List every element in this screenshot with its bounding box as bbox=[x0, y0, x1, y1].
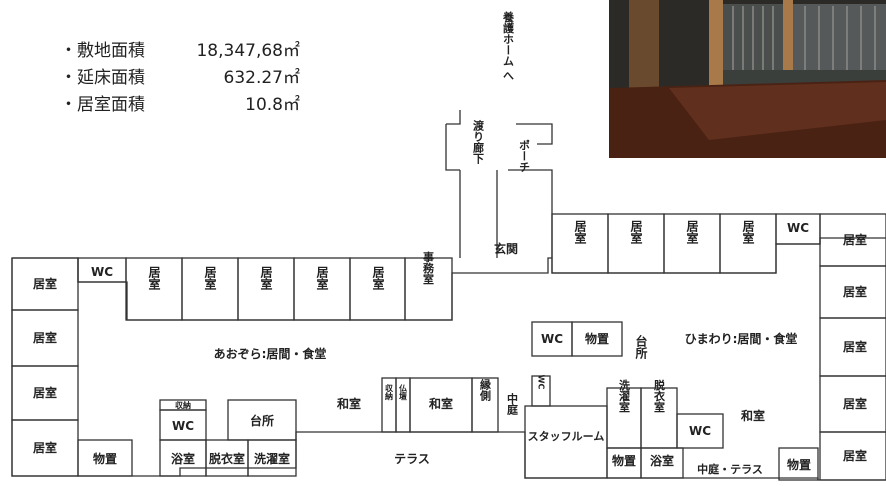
spec-floor-area: ・延床面積 632.27㎡ bbox=[60, 65, 300, 92]
room-outline bbox=[819, 431, 886, 481]
corridor-end-west bbox=[445, 124, 460, 171]
room-label: 居室 bbox=[147, 266, 161, 291]
room-label: 居室 bbox=[629, 220, 643, 245]
altar-label: 仏壇 bbox=[399, 384, 408, 401]
closet-label: 収納 bbox=[384, 383, 394, 401]
wc-label: WC bbox=[172, 419, 194, 433]
kitchen-label: 台所 bbox=[250, 413, 274, 428]
corridor-top-west bbox=[446, 110, 461, 125]
spec-room-area: ・居室面積 10.8㎡ bbox=[60, 92, 300, 119]
closet-label: 収納 bbox=[175, 400, 191, 410]
room-label: 居室 bbox=[33, 385, 57, 400]
japanese-room-label: 和室 bbox=[428, 396, 453, 411]
storage-outline bbox=[571, 321, 623, 357]
aozora-living-label: あおぞら:居間・食堂 bbox=[214, 346, 327, 361]
room-label: 居室 bbox=[843, 284, 867, 299]
area-specs: ・敷地面積 18,347,68㎡ ・延床面積 632.27㎡ ・居室面積 10.… bbox=[60, 38, 300, 119]
laundry-label: 洗濯室 bbox=[618, 378, 631, 412]
porch-top bbox=[516, 123, 553, 145]
corridor-label: 渡り廊下 bbox=[472, 119, 485, 165]
spec-label: ・延床面積 bbox=[60, 68, 145, 88]
storage-label: 物置 bbox=[93, 451, 117, 466]
interior-photo-graphic bbox=[609, 0, 886, 158]
room-label: 居室 bbox=[843, 448, 867, 463]
room-label: 居室 bbox=[843, 232, 867, 247]
spec-value: 10.8㎡ bbox=[245, 95, 300, 115]
room-label: 居室 bbox=[741, 220, 755, 245]
storage-label: 物置 bbox=[585, 331, 609, 346]
north-wall bbox=[12, 237, 886, 321]
bath-label: 浴室 bbox=[650, 453, 674, 468]
south-wall bbox=[11, 258, 886, 481]
room-label: 居室 bbox=[33, 276, 57, 291]
wc-outline bbox=[676, 413, 724, 449]
wc-label: WC bbox=[541, 332, 563, 346]
room-label: 居室 bbox=[371, 266, 385, 291]
entrance-label: 玄関 bbox=[494, 241, 518, 256]
room-label: 居室 bbox=[259, 266, 273, 291]
room-label: 居室 bbox=[315, 266, 329, 291]
wc-label: WC bbox=[787, 221, 809, 235]
room-label: 居室 bbox=[203, 266, 217, 291]
japanese-room-label: 和室 bbox=[740, 408, 765, 423]
spec-label: ・居室面積 bbox=[60, 95, 145, 115]
kitchen-label: 台所 bbox=[634, 334, 648, 360]
dressing-label: 脱衣室 bbox=[653, 378, 666, 412]
wc-label: WC bbox=[689, 424, 711, 438]
wc-small-label: WC bbox=[537, 375, 546, 390]
room-label: 居室 bbox=[685, 220, 699, 245]
terrace-label: テラス bbox=[394, 452, 430, 466]
japanese-room-label: 和室 bbox=[336, 396, 361, 411]
storage-label: 物置 bbox=[787, 457, 811, 472]
interior-photo bbox=[609, 0, 886, 158]
bath-outline bbox=[640, 447, 684, 479]
staff-room-label: スタッフルーム bbox=[528, 430, 605, 443]
courtyard-label: 中庭 bbox=[506, 392, 519, 416]
storage-outline bbox=[77, 439, 133, 477]
room-label: 居室 bbox=[843, 339, 867, 354]
bath-label: 浴室 bbox=[171, 451, 195, 466]
courtyard-terrace-label: 中庭・テラス bbox=[697, 462, 763, 476]
room-label: 居室 bbox=[573, 220, 587, 245]
storage-outline bbox=[778, 447, 819, 481]
engawa-label: 縁側 bbox=[479, 378, 493, 402]
room-label: 居室 bbox=[843, 396, 867, 411]
porch-label: ポーチ bbox=[518, 138, 531, 172]
direction-label: 養護ホーム へ bbox=[502, 10, 515, 81]
office-outline bbox=[404, 257, 453, 321]
dressing-label: 脱衣室 bbox=[209, 451, 245, 466]
himawari-living-label: ひまわり:居間・食堂 bbox=[685, 331, 798, 346]
wc-label: WC bbox=[91, 265, 113, 279]
storage-label: 物置 bbox=[612, 453, 636, 468]
spec-value: 632.27㎡ bbox=[223, 68, 300, 88]
spec-value: 18,347,68㎡ bbox=[196, 41, 300, 61]
office-label: 事務室 bbox=[422, 250, 435, 284]
spec-site-area: ・敷地面積 18,347,68㎡ bbox=[60, 38, 300, 65]
room-label: 居室 bbox=[33, 440, 57, 455]
engawa-outline bbox=[471, 377, 499, 433]
room-label: 居室 bbox=[33, 330, 57, 345]
kitchen-outline bbox=[227, 399, 297, 441]
spec-label: ・敷地面積 bbox=[60, 41, 145, 61]
laundry-label: 洗濯室 bbox=[254, 451, 290, 466]
